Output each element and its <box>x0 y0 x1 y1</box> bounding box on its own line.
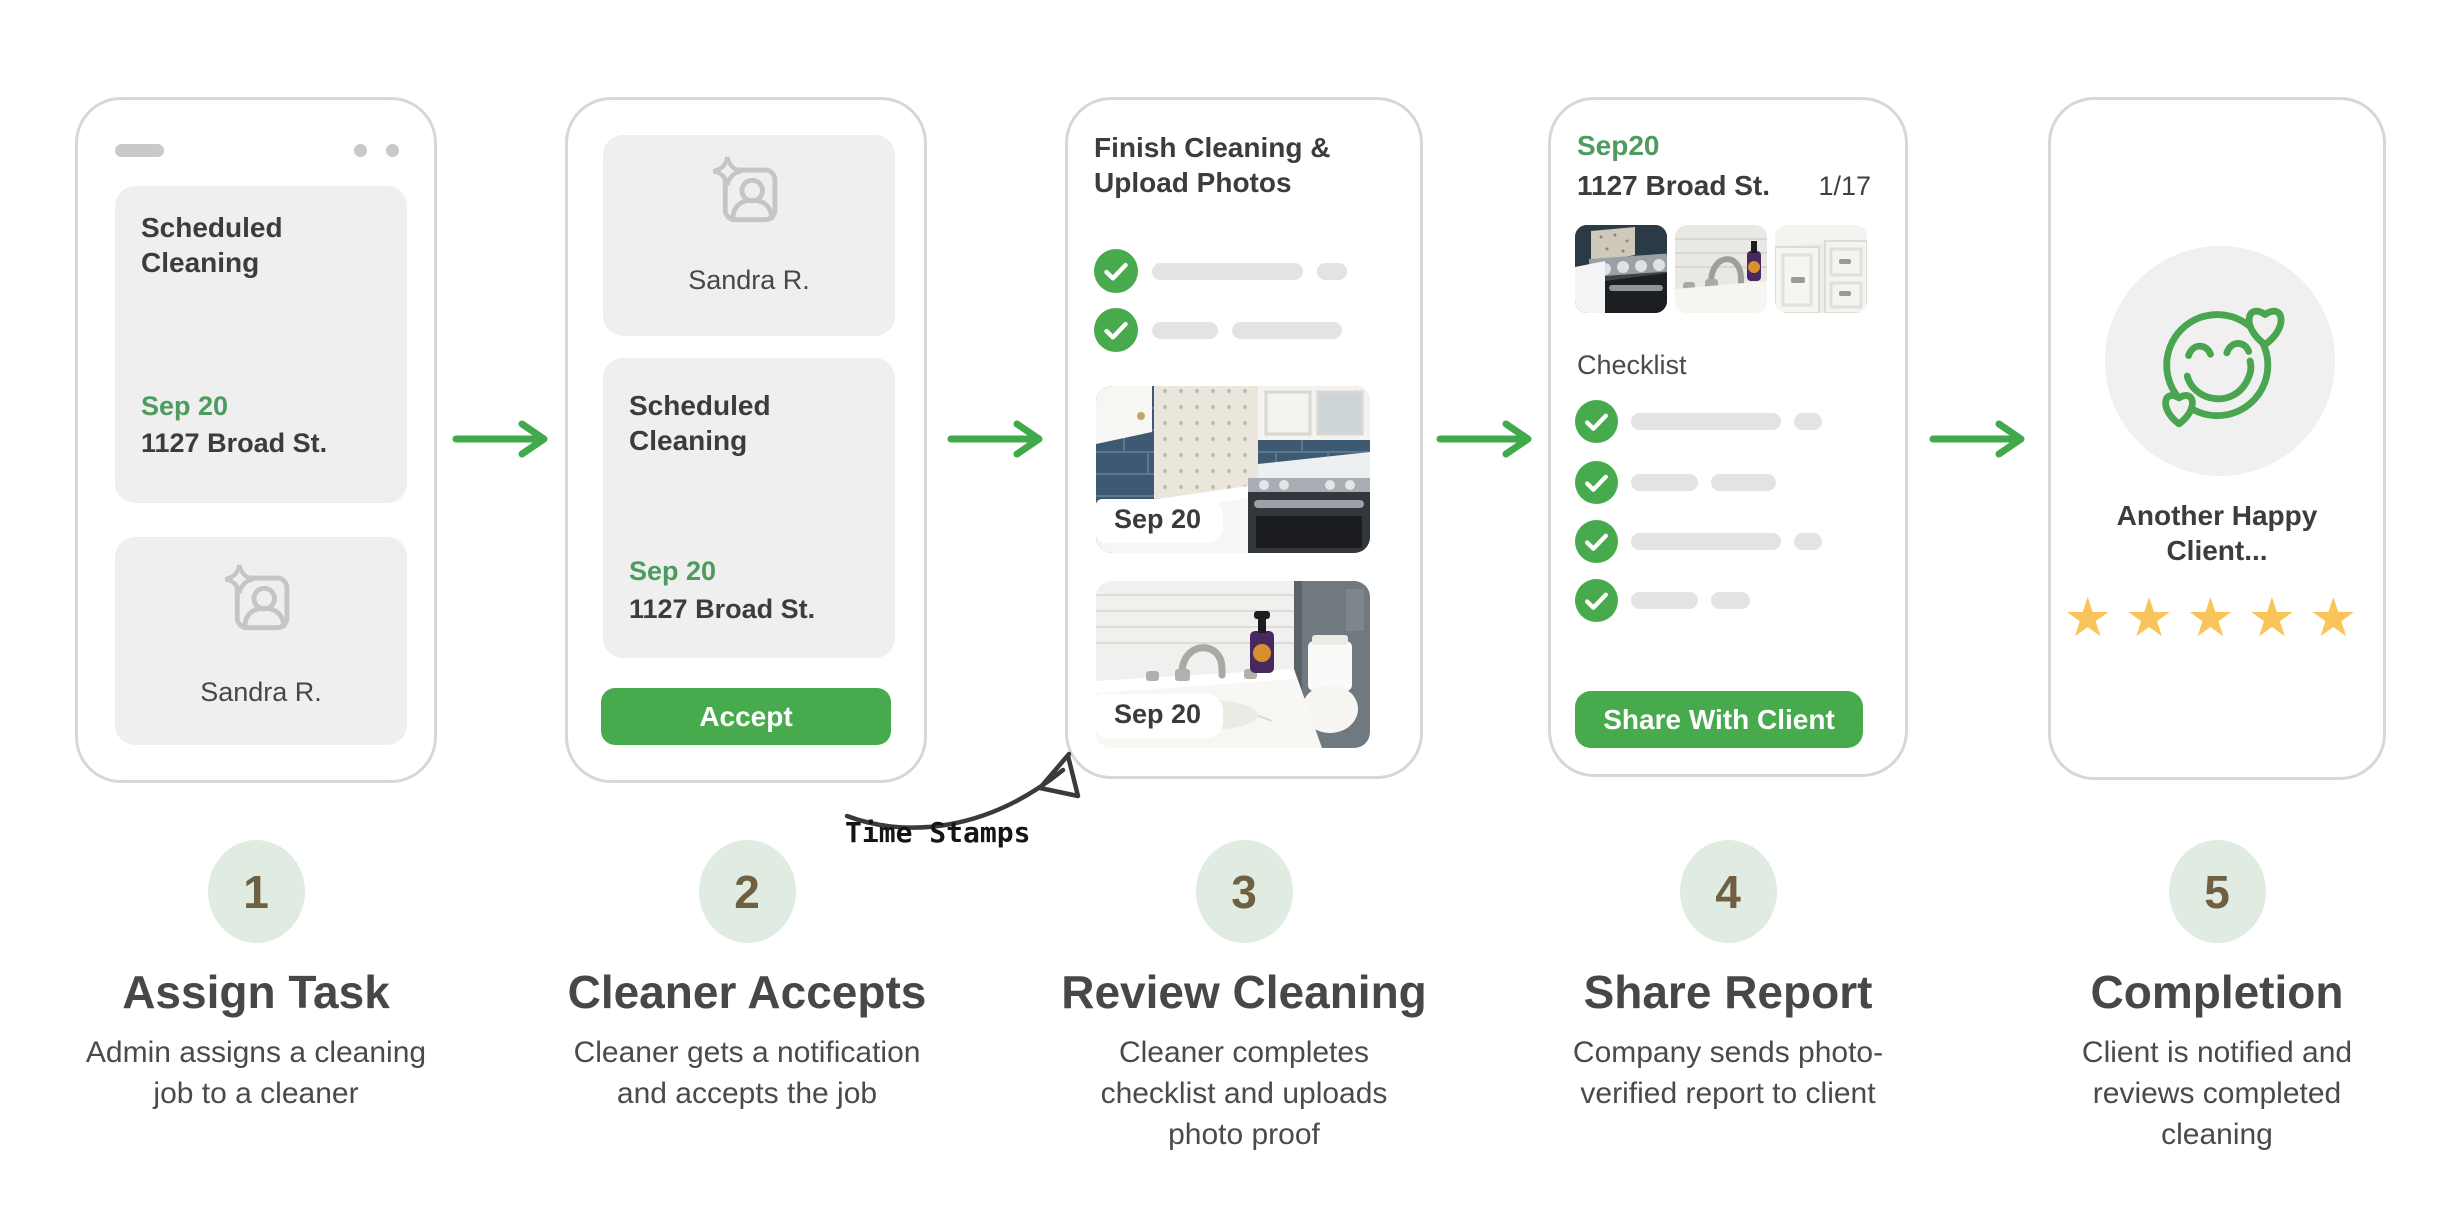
accept-button[interactable]: Accept <box>601 688 891 745</box>
job-date: Sep 20 <box>629 556 717 586</box>
job-card: Scheduled Cleaning Sep 20 1127 Broad St. <box>115 186 407 503</box>
bathroom-photo: Sep 20 <box>1096 581 1370 748</box>
photo-timestamp: Sep 20 <box>1096 499 1224 543</box>
check-circle-icon <box>1094 308 1138 352</box>
phone-mockup-cleaner-accepts: Sandra R. Scheduled Cleaning Sep 20 1127… <box>565 97 927 783</box>
check-circle-icon <box>1575 461 1618 504</box>
kitchen-photo: Sep 20 <box>1096 386 1370 553</box>
report-date: Sep20 <box>1577 130 1660 161</box>
job-card: Scheduled Cleaning Sep 20 1127 Broad St. <box>603 358 895 658</box>
check-circle-icon <box>1575 520 1618 563</box>
placeholder-bar <box>1711 474 1776 491</box>
arrow-right-icon <box>947 420 1043 458</box>
step-number: 5 <box>2204 865 2230 918</box>
phone-mockup-share-report: Sep20 1127 Broad St. 1/17 <box>1548 97 1908 777</box>
report-header: 1127 Broad St. 1/17 <box>1577 170 1871 202</box>
step-3: 3 Review Cleaning Cleaner completes chec… <box>1034 840 1454 1155</box>
timestamps-annotation: Time Stamps <box>845 816 1031 849</box>
placeholder-bar <box>1317 262 1347 280</box>
status-bar-dot <box>354 144 367 157</box>
photo-person-icon <box>712 156 778 223</box>
step-description: Cleaner gets a notification and accepts … <box>573 1036 921 1110</box>
status-bar-dot <box>386 144 399 157</box>
step-number-badge: 3 <box>1195 840 1293 943</box>
photo-person-icon <box>224 564 290 631</box>
checklist-row <box>1094 308 1342 352</box>
checklist-row <box>1575 461 1776 504</box>
checklist-label: Checklist <box>1577 350 1687 380</box>
job-card-title: Scheduled Cleaning <box>629 390 771 456</box>
check-circle-icon <box>1575 579 1618 622</box>
job-date: Sep 20 <box>141 391 229 421</box>
phone-mockup-review-cleaning: Finish Cleaning & Upload Photos <box>1065 97 1423 779</box>
job-address: 1127 Broad St. <box>141 428 328 458</box>
checklist-row <box>1575 579 1750 622</box>
step-number-badge: 2 <box>698 840 796 943</box>
step-description: Client is notified and reviews completed… <box>2081 1036 2353 1151</box>
check-circle-icon <box>1575 400 1618 443</box>
stove-thumbnail <box>1575 225 1667 313</box>
step-1: 1 Assign Task Admin assigns a cleaning j… <box>46 840 466 1115</box>
step-description: Admin assigns a cleaning job to a cleane… <box>85 1036 427 1110</box>
checklist-row <box>1575 520 1822 563</box>
arrow-right-icon <box>1929 420 2025 458</box>
faucet-thumbnail <box>1675 225 1767 313</box>
job-address: 1127 Broad St. <box>629 594 816 624</box>
step-title: Completion <box>2090 966 2344 1018</box>
arrow-right-icon <box>452 420 548 458</box>
placeholder-bar <box>1631 533 1781 550</box>
step-2: 2 Cleaner Accepts Cleaner gets a notific… <box>537 840 957 1115</box>
placeholder-bar <box>1152 262 1303 280</box>
hand-drawn-arrow-icon <box>844 751 1081 830</box>
placeholder-bar <box>1631 413 1781 430</box>
placeholder-bar <box>1152 321 1218 339</box>
step-number-badge: 4 <box>1679 840 1777 943</box>
placeholder-bar <box>1232 321 1342 339</box>
happy-client-badge <box>2105 246 2335 476</box>
step-number-badge: 1 <box>207 840 305 943</box>
cleaner-name: Sandra R. <box>688 265 810 295</box>
step-5: 5 Completion Client is notified and revi… <box>2007 840 2427 1155</box>
placeholder-bar <box>1631 592 1698 609</box>
happy-client-caption: Another Happy Client... <box>2116 500 2318 566</box>
step-title: Share Report <box>1583 966 1873 1018</box>
step-number: 4 <box>1715 865 1741 918</box>
step-title: Cleaner Accepts <box>567 966 927 1018</box>
checklist-row <box>1575 400 1822 443</box>
checklist-row <box>1094 249 1347 293</box>
cleaner-card: Sandra R. <box>603 135 895 336</box>
cabinet-thumbnail <box>1775 225 1867 313</box>
step-4: 4 Share Report Company sends photo- veri… <box>1518 840 1938 1115</box>
step-number: 2 <box>734 865 760 918</box>
arrow-right-icon <box>1436 420 1532 458</box>
placeholder-bar <box>1711 592 1750 609</box>
step-description: Company sends photo- verified report to … <box>1572 1036 1884 1110</box>
step-title: Review Cleaning <box>1061 966 1427 1018</box>
five-star-rating: ★★★★★ <box>2063 588 2371 648</box>
step-number: 3 <box>1231 865 1257 918</box>
photo-timestamp: Sep 20 <box>1096 694 1224 738</box>
status-bar-pill <box>115 144 164 157</box>
placeholder-bar <box>1631 474 1698 491</box>
cleaner-card: Sandra R. <box>115 537 407 745</box>
report-address: 1127 Broad St. <box>1577 170 1770 201</box>
placeholder-bar <box>1794 413 1822 430</box>
share-with-client-button[interactable]: Share With Client <box>1575 691 1863 748</box>
placeholder-bar <box>1794 533 1822 550</box>
screen-title: Finish Cleaning & Upload Photos <box>1094 132 1331 198</box>
step-title: Assign Task <box>122 966 390 1018</box>
phone-mockup-assign-task: Scheduled Cleaning Sep 20 1127 Broad St.… <box>75 97 437 783</box>
phone-mockup-completion: Another Happy Client... ★★★★★ <box>2048 97 2386 780</box>
step-description: Cleaner completes checklist and uploads … <box>1100 1036 1388 1151</box>
smiley-hearts-icon <box>2162 307 2285 428</box>
step-number-badge: 5 <box>2168 840 2266 943</box>
step-number: 1 <box>243 865 269 918</box>
photo-counter: 1/17 <box>1818 171 1871 201</box>
cleaner-name: Sandra R. <box>200 677 322 707</box>
check-circle-icon <box>1094 249 1138 293</box>
job-card-title: Scheduled Cleaning <box>141 212 283 278</box>
